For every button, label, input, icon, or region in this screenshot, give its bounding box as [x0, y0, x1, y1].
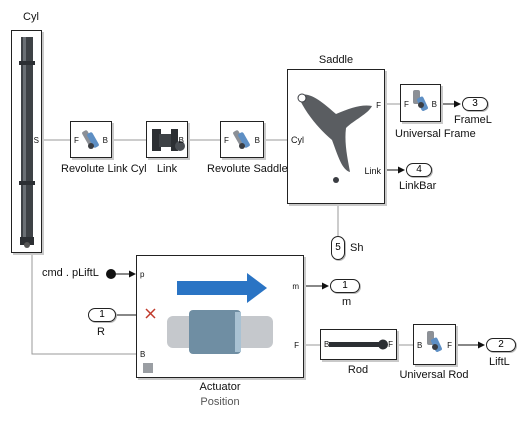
port-b: B [178, 136, 184, 145]
port-f: F [404, 100, 409, 109]
inport-r[interactable]: 1 [88, 308, 116, 322]
outport-m[interactable]: 1 [330, 279, 360, 293]
actuator-icon [143, 273, 273, 373]
rod-icon [329, 339, 388, 350]
universal-rod-block[interactable]: B F [413, 324, 456, 365]
outport-m-label: m [342, 296, 352, 308]
revolute-saddle-link-block[interactable]: F B [220, 121, 264, 158]
port-f: F [74, 136, 79, 145]
outport-linkbar-label: LinkBar [399, 180, 437, 192]
universal-frame-block[interactable]: F B [400, 84, 441, 122]
from-tag-label: cmd . pLiftL [42, 267, 99, 279]
revolute-joint-icon [82, 130, 99, 149]
cyl-port-s: S [33, 136, 39, 145]
port-m: m [292, 282, 299, 291]
cylinder-icon [19, 37, 35, 248]
cyl-block[interactable]: S [11, 30, 42, 253]
actuator-subtitle: Position [200, 396, 240, 408]
revolute-link-cyl-label: Revolute Link Cyl [61, 163, 147, 175]
link-body-icon [152, 129, 185, 151]
universal-frame-label: Universal Frame [395, 128, 476, 140]
actuator-label: Actuator [199, 381, 241, 393]
port-b: B [417, 341, 423, 350]
revolute-saddle-link-label: Revolute Saddle Link [207, 163, 311, 175]
port-p: p [140, 270, 145, 279]
outport-liftl[interactable]: 2 [486, 338, 516, 352]
outport-framel[interactable]: 3 [462, 97, 488, 111]
saddle-block[interactable]: Cyl F Link [287, 69, 385, 204]
port-b: B [431, 100, 437, 109]
port-link: Link [364, 166, 381, 176]
outport-liftl-label: LiftL [489, 356, 510, 368]
port-f: F [294, 341, 299, 350]
link-label: Link [156, 163, 178, 175]
port-f: F [447, 341, 452, 350]
actuator-block[interactable]: p m F B [136, 255, 304, 378]
rod-block[interactable]: B F [320, 329, 397, 360]
port-b: B [324, 340, 330, 349]
outport-framel-label: FrameL [454, 114, 492, 126]
cyl-label: Cyl [23, 11, 39, 23]
from-tag-dot [106, 269, 116, 279]
port-f: F [376, 101, 381, 110]
wire-cyl-to-actuator [31, 253, 136, 355]
port-b: B [102, 136, 108, 145]
outport-linkbar[interactable]: 4 [406, 163, 432, 177]
revolute-joint-icon [233, 130, 250, 149]
port-b: B [254, 136, 260, 145]
saddle-part-icon [297, 93, 372, 183]
link-block[interactable]: B [146, 121, 188, 158]
inport-r-label: R [97, 326, 105, 338]
port-f: F [388, 340, 393, 349]
universal-rod-label: Universal Rod [399, 369, 469, 381]
port-sh[interactable]: 5 [331, 236, 345, 260]
port-f: F [224, 136, 229, 145]
universal-joint-icon [413, 90, 428, 111]
saddle-label: Saddle [318, 54, 354, 66]
revolute-link-cyl-block[interactable]: F B [70, 121, 112, 158]
rod-label: Rod [347, 364, 369, 376]
port-b: B [140, 350, 146, 359]
port-cyl: Cyl [291, 135, 304, 145]
port-sh-label: Sh [350, 242, 364, 254]
universal-joint-icon [427, 331, 442, 352]
